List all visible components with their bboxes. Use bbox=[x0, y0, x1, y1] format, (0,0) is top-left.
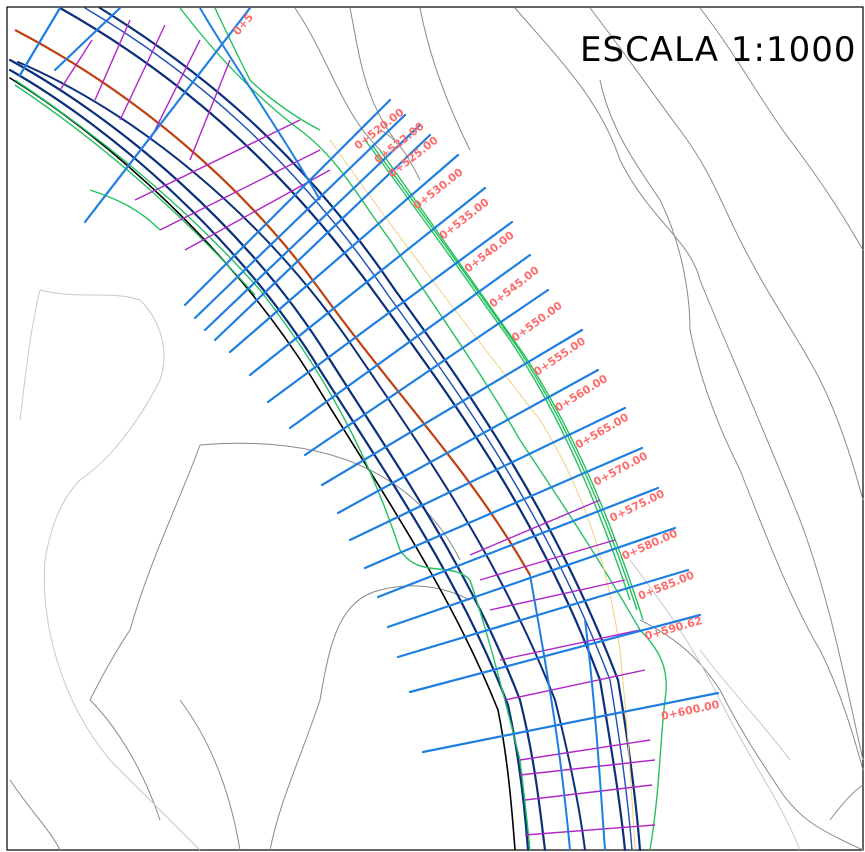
section-line bbox=[363, 446, 644, 570]
offset-line bbox=[179, 7, 641, 631]
hatch-line bbox=[479, 539, 616, 581]
section-line bbox=[203, 123, 422, 332]
section-line bbox=[228, 153, 460, 354]
hatch-line bbox=[524, 784, 653, 801]
road-edge bbox=[8, 68, 530, 852]
section-line-long bbox=[584, 619, 606, 851]
section-line bbox=[408, 613, 702, 694]
hatch-lines bbox=[59, 19, 656, 836]
hatch-line bbox=[119, 24, 166, 121]
hatch-line bbox=[469, 499, 601, 556]
offset-line bbox=[89, 189, 161, 231]
hatch-line bbox=[519, 759, 656, 776]
section-line bbox=[348, 406, 627, 542]
contour bbox=[294, 7, 381, 151]
section-line bbox=[421, 691, 720, 754]
centerline bbox=[14, 29, 531, 576]
hatch-line bbox=[504, 669, 646, 701]
hatch-line bbox=[189, 59, 231, 161]
station-label: 0+555.00 bbox=[531, 334, 588, 378]
section-line bbox=[213, 133, 432, 342]
contour-light bbox=[629, 559, 801, 851]
section-line bbox=[288, 253, 532, 430]
station-label: 0+600.00 bbox=[660, 698, 721, 723]
terrain-contours bbox=[9, 7, 864, 851]
hatch-line bbox=[149, 39, 201, 141]
section-line-long bbox=[199, 7, 321, 201]
offset-line bbox=[371, 144, 638, 611]
section-line-long bbox=[529, 574, 571, 851]
road-edge bbox=[98, 6, 642, 852]
offset-line bbox=[14, 84, 256, 296]
offset-line bbox=[14, 79, 471, 581]
offset-lines bbox=[14, 7, 667, 851]
offset-line bbox=[214, 7, 321, 131]
contour bbox=[269, 699, 321, 851]
road-edge bbox=[17, 61, 586, 851]
section-line bbox=[266, 220, 514, 404]
contour bbox=[89, 699, 161, 821]
section-line bbox=[193, 113, 407, 320]
section-line bbox=[248, 186, 487, 377]
hatch-line bbox=[94, 19, 131, 101]
contour bbox=[589, 7, 864, 501]
contour-light bbox=[43, 559, 201, 851]
section-line bbox=[303, 288, 550, 457]
hatch-line bbox=[489, 579, 626, 611]
contour bbox=[319, 585, 471, 701]
contour bbox=[9, 779, 61, 851]
station-label: 0+545.00 bbox=[487, 263, 542, 310]
section-line bbox=[83, 6, 252, 224]
section-line bbox=[320, 328, 584, 487]
road-edge bbox=[84, 7, 633, 851]
station-label: 0+585.00 bbox=[636, 568, 696, 602]
offset-line bbox=[364, 139, 631, 601]
contour-light bbox=[19, 289, 41, 421]
station-label: 0+590.62 bbox=[643, 614, 704, 643]
station-label: 0+570.00 bbox=[591, 449, 650, 488]
hatch-line bbox=[499, 629, 641, 661]
contour bbox=[349, 7, 396, 141]
cross-section-long-lines bbox=[199, 7, 606, 851]
road-edge bbox=[8, 58, 547, 852]
offset-line bbox=[469, 579, 531, 851]
section-line bbox=[53, 6, 122, 72]
hatch-line bbox=[134, 119, 301, 201]
section-line bbox=[376, 486, 660, 599]
contour bbox=[129, 444, 201, 631]
drawing-frame bbox=[6, 6, 864, 851]
station-label: 0+575.00 bbox=[608, 487, 667, 525]
offset-line bbox=[379, 149, 644, 621]
hatch-line bbox=[519, 739, 651, 761]
contour bbox=[639, 619, 864, 851]
contour bbox=[89, 629, 131, 701]
hatch-line bbox=[159, 149, 321, 231]
station-label: 0+550.00 bbox=[509, 299, 565, 345]
contour bbox=[419, 7, 471, 151]
contour bbox=[699, 7, 864, 251]
cross-section-lines bbox=[18, 6, 720, 754]
hatch-line bbox=[524, 824, 656, 836]
scale-label: ESCALA 1:1000 bbox=[580, 30, 857, 70]
contour-light bbox=[699, 649, 791, 761]
station-label: 0+565.00 bbox=[573, 411, 631, 452]
road-edge bbox=[58, 6, 627, 852]
fill-line bbox=[329, 139, 636, 851]
section-line bbox=[336, 368, 600, 515]
contour bbox=[829, 784, 864, 821]
section-line bbox=[396, 568, 690, 659]
contour bbox=[599, 79, 864, 771]
hatch-line bbox=[59, 39, 93, 91]
offset-line bbox=[639, 629, 667, 851]
contour bbox=[514, 7, 864, 761]
section-line bbox=[386, 526, 677, 629]
section-line bbox=[183, 98, 392, 307]
station-label-partial: 0+5 bbox=[230, 11, 256, 38]
contour-light bbox=[39, 289, 165, 561]
terrain-contours-light bbox=[19, 289, 801, 851]
contour bbox=[179, 699, 241, 851]
section-line bbox=[18, 6, 62, 77]
